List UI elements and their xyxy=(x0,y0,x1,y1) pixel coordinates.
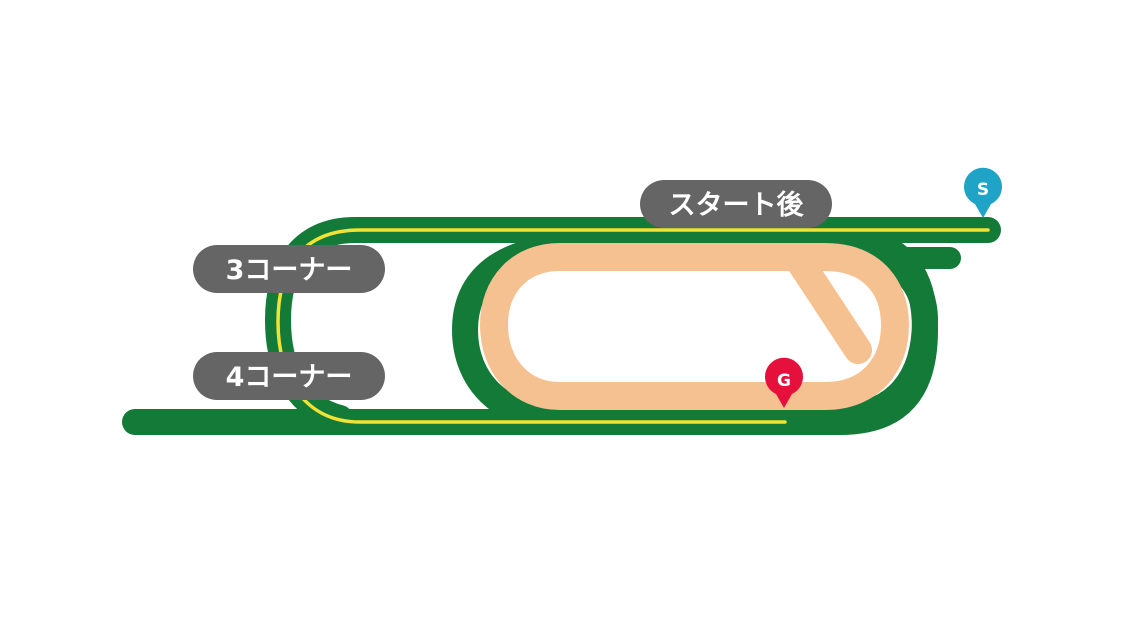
dirt-oval xyxy=(480,243,909,410)
goal-marker: G xyxy=(765,357,804,408)
label-corner-3: 3コーナー xyxy=(193,245,385,293)
start-pin-icon xyxy=(964,167,1002,218)
dirt-chute xyxy=(786,248,872,364)
label-start-after-text: スタート後 xyxy=(669,190,805,221)
label-start-after: スタート後 xyxy=(640,180,832,228)
label-corner-4-text: 4コーナー xyxy=(226,362,353,393)
inner-rail xyxy=(276,228,990,424)
label-corner-3-text: 3コーナー xyxy=(226,255,353,286)
label-corner-3-bg xyxy=(193,245,385,293)
goal-marker-text: G xyxy=(777,371,791,391)
start-marker: S xyxy=(964,167,1002,218)
turf-inner-loop xyxy=(452,233,938,431)
label-corner-4-bg xyxy=(193,352,385,400)
start-marker-text: S xyxy=(977,180,989,200)
goal-pin-icon xyxy=(765,357,804,408)
label-start-after-bg xyxy=(640,180,832,228)
dirt-course xyxy=(480,243,909,410)
label-corner-4: 4コーナー xyxy=(193,352,385,400)
